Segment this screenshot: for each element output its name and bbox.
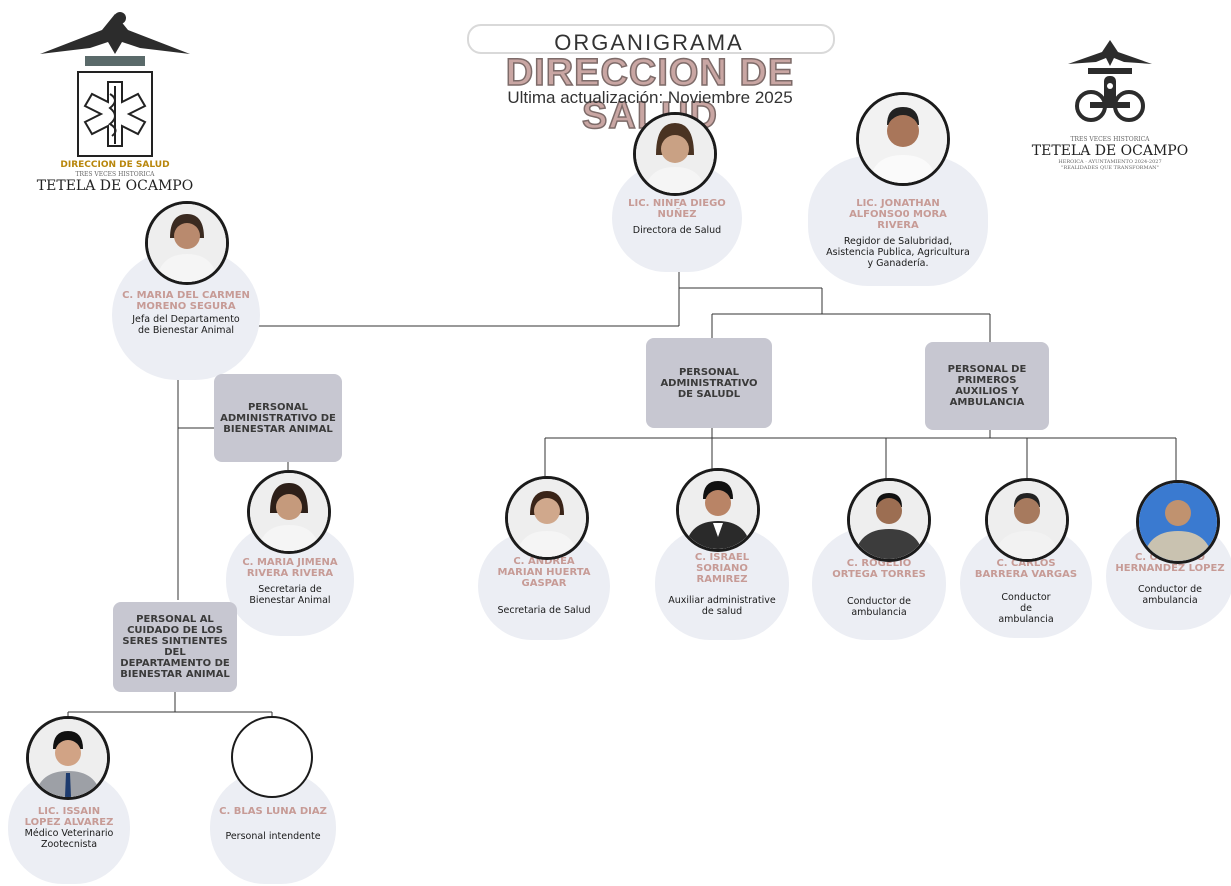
person-role: Regidor de Salubridad, Asistencia Public… xyxy=(826,236,970,269)
card-auxiliar: C. ISRAEL SORIANO RAMIREZ Auxiliar admin… xyxy=(655,528,789,640)
person-role: Conductor de ambulancia xyxy=(846,596,912,618)
left-logo: DIRECCION DE SALUD TRES VECES HISTORICA … xyxy=(30,8,200,194)
person-name: LIC. JONATHAN ALFONSO0 MORA RIVERA xyxy=(849,198,947,231)
person-name: LIC. ISSAIN LOPEZ ALVAREZ xyxy=(24,806,114,828)
person-name: LIC. NINFA DIEGO NUÑEZ xyxy=(628,198,726,220)
avatar-intendente xyxy=(231,716,313,798)
person-name: C. ROGELIO ORTEGA TORRES xyxy=(832,558,926,580)
group-primeros-auxilios: PERSONAL DE PRIMEROS AUXILIOS Y AMBULANC… xyxy=(925,342,1049,430)
person-role: Conductor de ambulancia xyxy=(998,592,1054,625)
group-adm-bienestar: PERSONAL ADMINISTRATIVO DE BIENESTAR ANI… xyxy=(214,374,342,462)
avatar-jefa xyxy=(145,201,229,285)
person-role: Personal intendente xyxy=(225,831,321,842)
person-name: C. BLAS LUNA DIAZ xyxy=(219,806,327,817)
person-role: Directora de Salud xyxy=(632,225,722,236)
right-logo-tiny: HEROICA · AYUNTAMIENTO 2024-2027 xyxy=(1058,159,1162,165)
update-date: Ultima actualización: Noviembre 2025 xyxy=(507,88,793,107)
title-pill xyxy=(467,24,835,54)
person-role: Conductor de ambulancia xyxy=(1137,584,1203,606)
avatar-conductor-1 xyxy=(847,478,931,562)
group-cuidado: PERSONAL AL CUIDADO DE LOS SERES SINTIEN… xyxy=(113,602,237,692)
eagle-icon xyxy=(40,12,190,66)
right-logo-small: TRES VECES HISTORICA xyxy=(1070,136,1150,143)
left-logo-dept: DIRECCION DE SALUD xyxy=(60,160,170,170)
left-logo-small: TRES VECES HISTORICA xyxy=(75,171,155,178)
card-secretaria-bienestar: C. MARIA JIMENA RIVERA RIVERA Secretaria… xyxy=(226,524,354,636)
person-role: Auxiliar administrative de salud xyxy=(668,595,776,617)
page-title: ORGANIGRAMA xyxy=(554,30,744,55)
card-intendente: C. BLAS LUNA DIAZ Personal intendente xyxy=(210,772,336,884)
person-name: C. MARIA JIMENA RIVERA RIVERA xyxy=(242,557,338,579)
group-adm-salud: PERSONAL ADMINISTRATIVO DE SALUDL xyxy=(646,338,772,428)
right-logo-motto: "REALIDADES QUE TRANSFORMAN" xyxy=(1061,165,1159,171)
person-role: Secretaria de Salud xyxy=(497,605,591,616)
avatar-secretaria-bienestar xyxy=(247,470,331,554)
right-logo-town: TETELA DE OCAMPO xyxy=(1031,143,1189,159)
avatar-directora xyxy=(633,112,717,196)
avatar-veterinario xyxy=(26,716,110,800)
left-logo-town: TETELA DE OCAMPO xyxy=(36,178,194,194)
person-name: C. ANDREA MARIAN HUERTA GASPAR xyxy=(497,556,591,589)
person-role: Jefa del Departamento de Bienestar Anima… xyxy=(132,314,240,336)
avatar-conductor-2 xyxy=(985,478,1069,562)
star-of-life-icon xyxy=(77,71,153,157)
avatar-secretaria-salud xyxy=(505,476,589,560)
person-role: Secretaria de Bienestar Animal xyxy=(249,584,331,606)
person-name: C. CARLOS BARRERA VARGAS xyxy=(974,558,1078,580)
avatar-regidor xyxy=(856,92,950,186)
person-name: C. ISRAEL SORIANO RAMIREZ xyxy=(694,552,750,585)
person-role: Médico Veterinario Zootecnista xyxy=(24,828,114,850)
person-name: C. MARIA DEL CARMEN MORENO SEGURA xyxy=(122,290,250,312)
card-jefa: C. MARIA DEL CARMEN MORENO SEGURA Jefa d… xyxy=(112,250,260,380)
avatar-conductor-3 xyxy=(1136,480,1220,564)
eagle-cannon-icon xyxy=(1068,40,1152,122)
avatar-auxiliar xyxy=(676,468,760,552)
right-logo: TRES VECES HISTORICA TETELA DE OCAMPO HE… xyxy=(1030,36,1190,186)
